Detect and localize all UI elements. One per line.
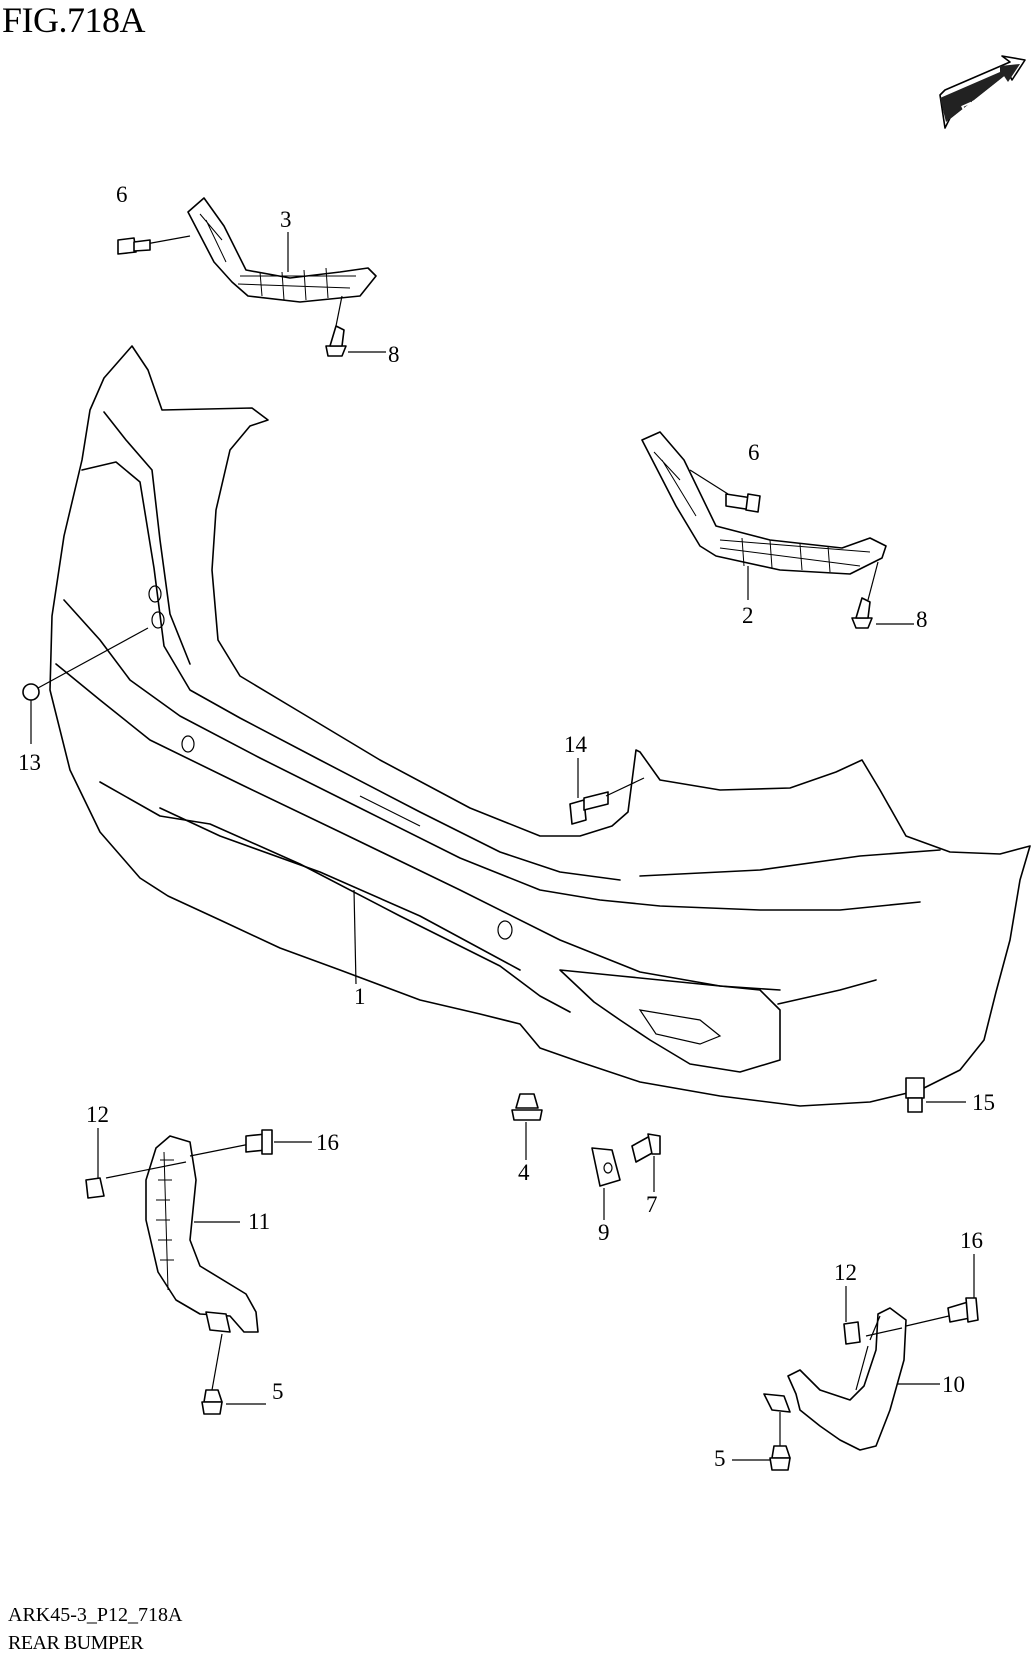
- callout-12-right: 12: [834, 1260, 857, 1285]
- clip-icon: [851, 597, 873, 629]
- screw-icon: [725, 493, 761, 513]
- callout-1: 1: [354, 984, 366, 1009]
- nut-clip-icon: [591, 1147, 621, 1187]
- callout-9: 9: [598, 1220, 610, 1245]
- grommet-icon: [22, 683, 40, 701]
- screw-icon: [947, 1297, 979, 1323]
- callout-11: 11: [248, 1209, 270, 1234]
- figure-title: FIG.718A: [2, 0, 146, 40]
- bolt-icon: [201, 1389, 223, 1415]
- callout-13: 13: [18, 750, 41, 775]
- callout-16-left: 16: [316, 1130, 339, 1155]
- bracket-left: [117, 197, 386, 357]
- callout-8-left: 8: [388, 342, 400, 367]
- callout-8-right: 8: [916, 607, 928, 632]
- push-clip-icon: [511, 1093, 543, 1121]
- callout-3: 3: [280, 207, 292, 232]
- callout-5-left: 5: [272, 1379, 284, 1404]
- callout-12-left: 12: [86, 1102, 109, 1127]
- bolt-icon: [769, 1445, 791, 1471]
- bolt-icon: [905, 1077, 925, 1113]
- callout-5-right: 5: [714, 1446, 726, 1471]
- callout-14: 14: [564, 732, 588, 757]
- callout-10: 10: [942, 1372, 965, 1397]
- fwd-arrow-icon: FWD: [939, 55, 1026, 129]
- clip-icon: [843, 1321, 861, 1345]
- mud-flap-left: [105, 1135, 259, 1391]
- screw-icon: [245, 1129, 273, 1155]
- callout-6-right: 6: [748, 440, 760, 465]
- bumper-cover: [49, 345, 1031, 1107]
- diagram-code: ARK45-3_P12_718A: [8, 1604, 183, 1626]
- callout-2: 2: [742, 603, 754, 628]
- callout-7: 7: [646, 1192, 658, 1217]
- callout-15: 15: [972, 1090, 995, 1115]
- bracket-right: [641, 431, 914, 629]
- screw-icon: [631, 1133, 661, 1163]
- mud-flap-right: [763, 1307, 967, 1451]
- screw-icon: [117, 237, 151, 255]
- clip-icon: [85, 1177, 105, 1199]
- callout-6-left: 6: [116, 182, 128, 207]
- bolt-icon: [569, 791, 609, 825]
- clip-icon: [325, 325, 347, 357]
- diagram-title: REAR BUMPER: [8, 1632, 144, 1654]
- callout-16-right: 16: [960, 1228, 983, 1253]
- callout-4: 4: [518, 1160, 530, 1185]
